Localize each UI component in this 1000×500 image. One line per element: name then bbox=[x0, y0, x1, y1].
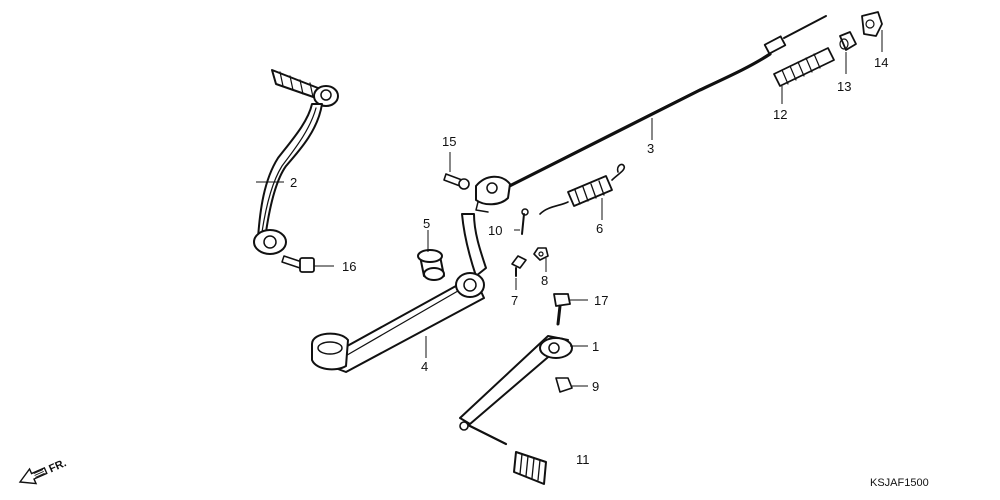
callouts: 1 2 3 4 5 6 7 8 9 10 11 12 13 14 15 16 1… bbox=[290, 55, 888, 467]
part-9-drawing bbox=[555, 377, 573, 393]
part-10-drawing bbox=[521, 208, 529, 235]
part-11-drawing bbox=[513, 451, 547, 485]
front-direction-arrow: FR. bbox=[18, 457, 68, 485]
callout-11: 11 bbox=[576, 452, 590, 467]
callout-14: 14 bbox=[874, 55, 888, 70]
callout-6: 6 bbox=[596, 221, 603, 236]
callout-8: 8 bbox=[541, 273, 548, 288]
callout-4: 4 bbox=[421, 359, 428, 374]
callout-13: 13 bbox=[837, 79, 851, 94]
part-14-drawing bbox=[861, 11, 883, 37]
part-16-drawing bbox=[281, 255, 315, 273]
callout-9: 9 bbox=[592, 379, 599, 394]
callout-7: 7 bbox=[511, 293, 518, 308]
part-3-drawing bbox=[475, 15, 827, 213]
callout-2: 2 bbox=[290, 175, 297, 190]
callout-1: 1 bbox=[592, 339, 599, 354]
diagram-code: KSJAF1500 bbox=[870, 477, 929, 489]
callout-10: 10 bbox=[488, 223, 502, 238]
part-5-drawing bbox=[417, 249, 445, 281]
part-7-drawing bbox=[511, 255, 527, 277]
part-13-drawing bbox=[839, 31, 857, 51]
callout-17: 17 bbox=[594, 293, 608, 308]
callout-15: 15 bbox=[442, 134, 456, 149]
callout-12: 12 bbox=[773, 107, 787, 122]
part-1-drawing bbox=[459, 335, 573, 446]
leader-lines bbox=[256, 30, 883, 387]
part-17-drawing bbox=[553, 293, 571, 326]
part-6-drawing bbox=[539, 163, 626, 215]
callout-5: 5 bbox=[423, 216, 430, 231]
part-15-drawing bbox=[443, 173, 470, 190]
part-12-drawing bbox=[773, 47, 835, 87]
part-8-drawing bbox=[533, 247, 549, 261]
direction-label: FR. bbox=[47, 457, 68, 475]
callout-16: 16 bbox=[342, 259, 356, 274]
part-4-drawing bbox=[311, 213, 487, 373]
callout-3: 3 bbox=[647, 141, 654, 156]
part-2-drawing bbox=[253, 69, 339, 255]
